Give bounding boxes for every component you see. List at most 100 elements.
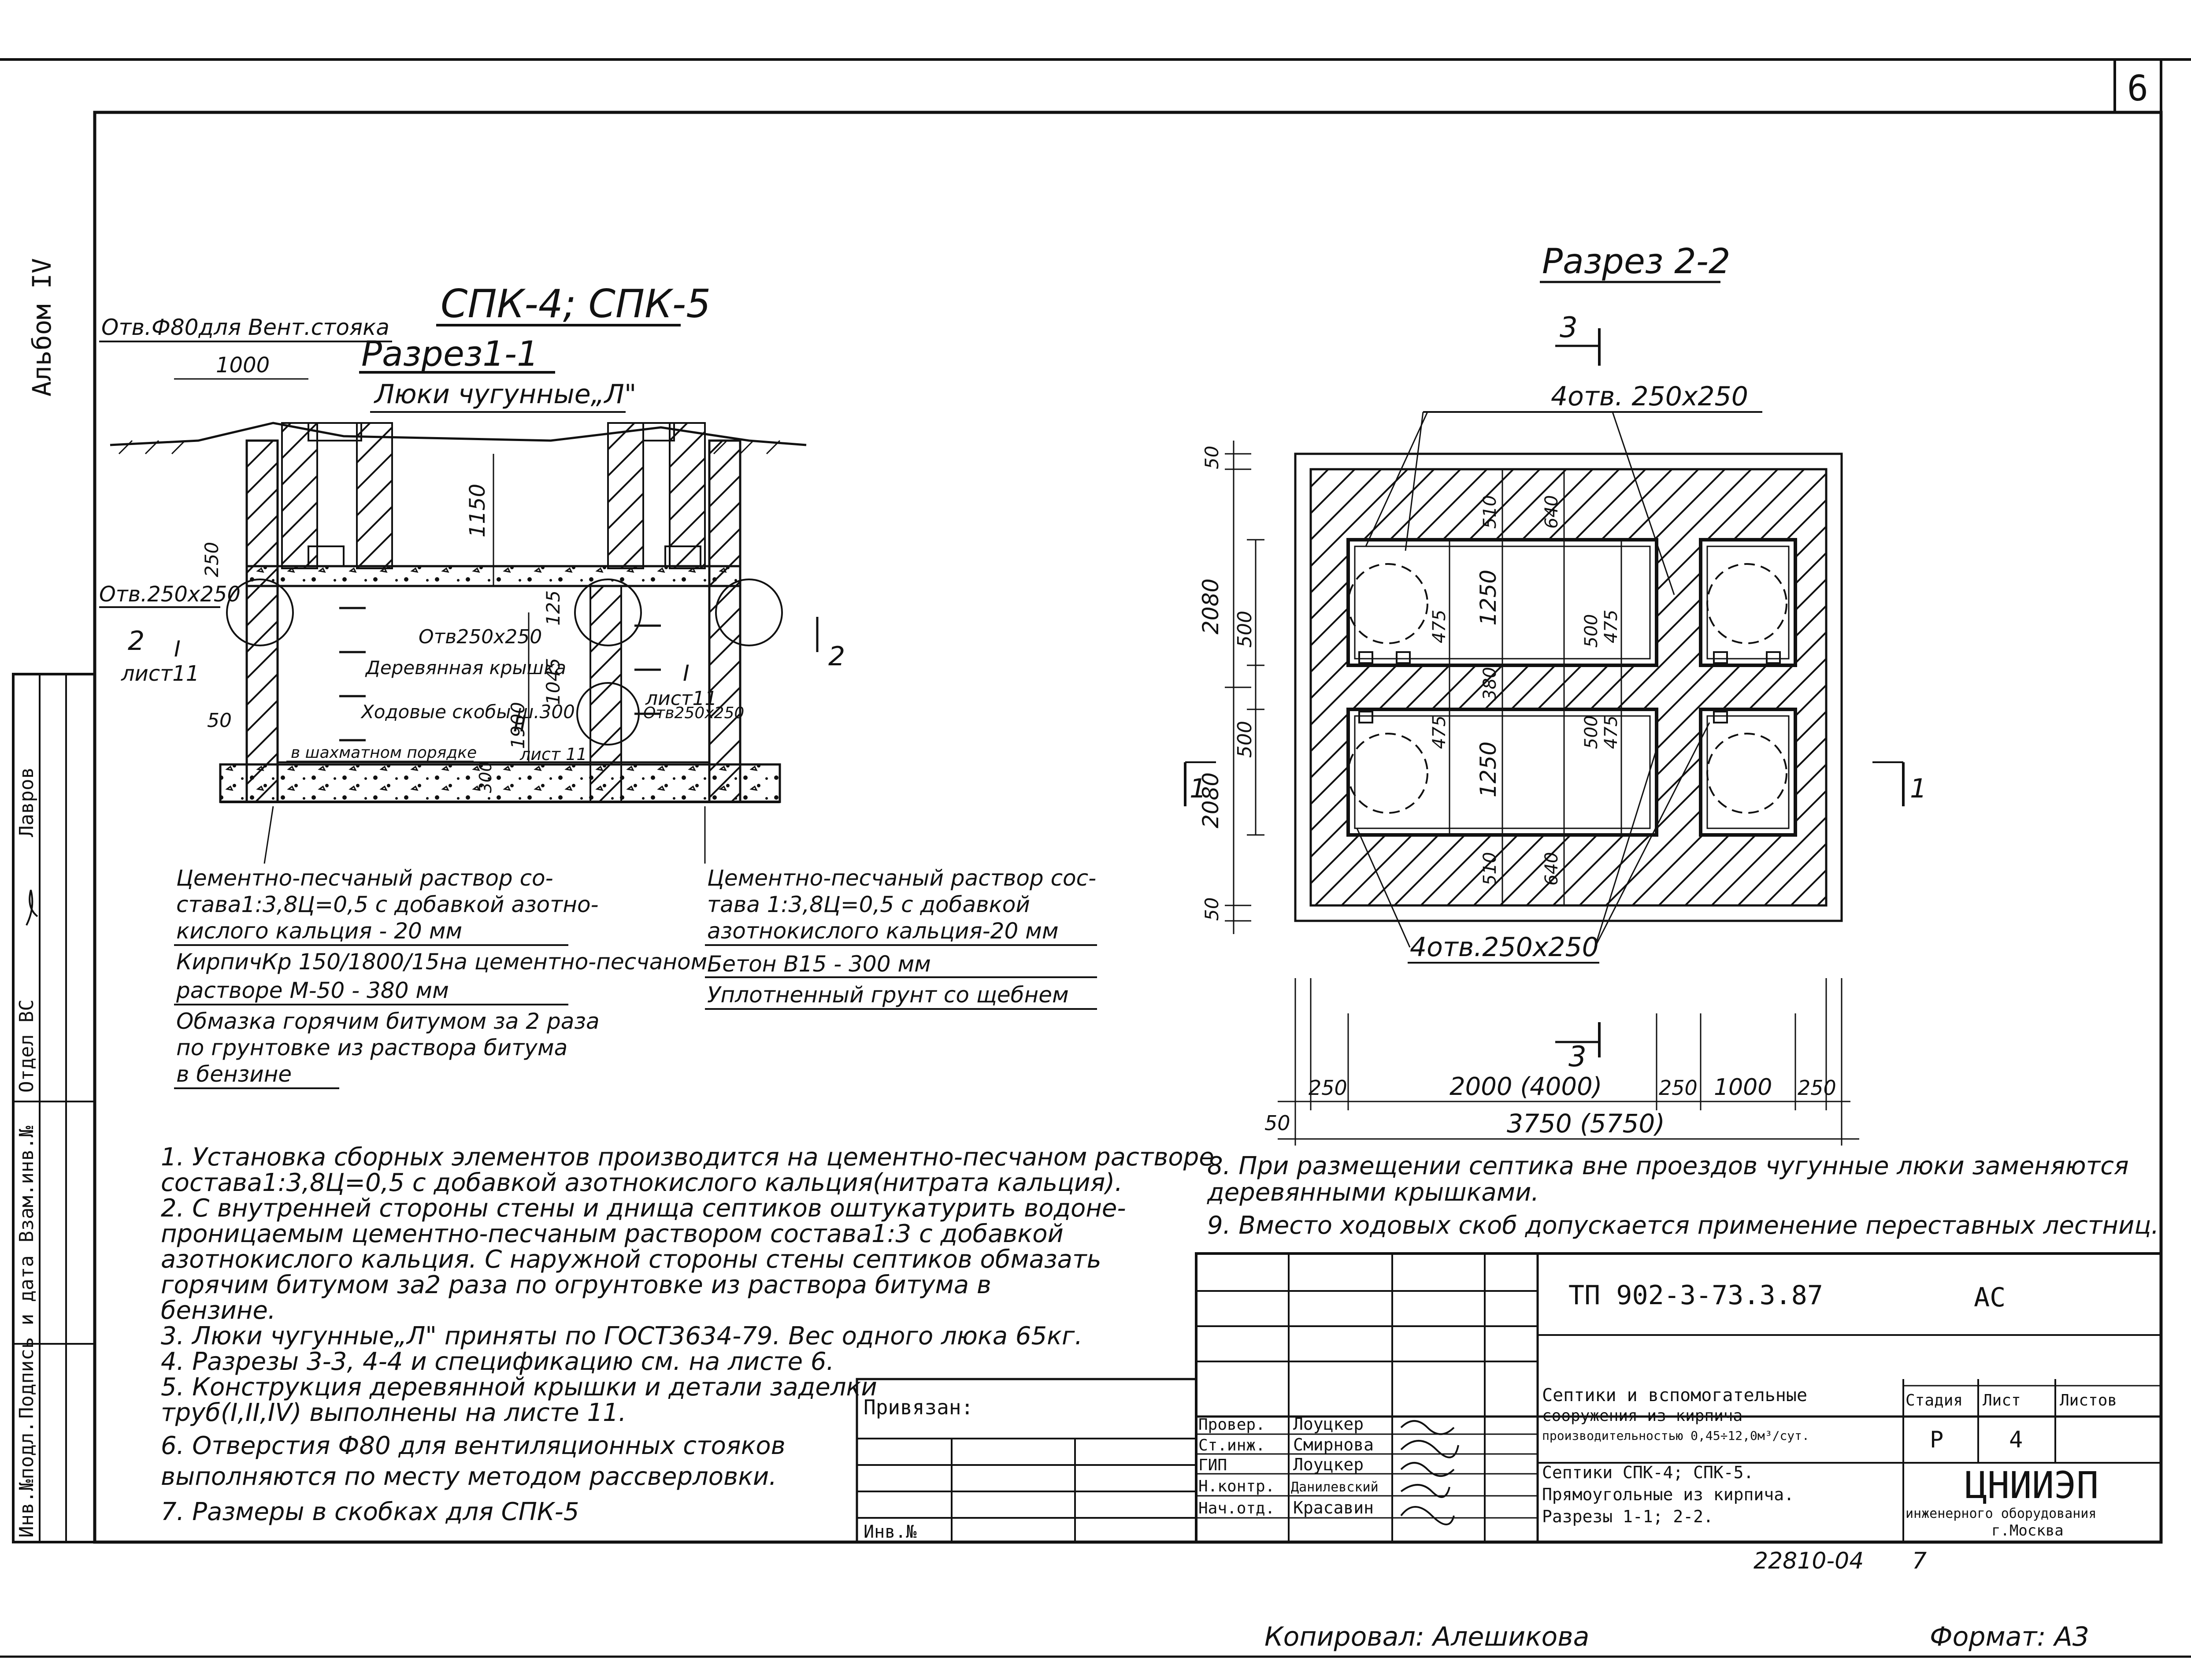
materials-left: Цементно-песчаный раствор со- става1:3,8… [174, 865, 707, 1089]
mat-left-1: става1:3,8Ц=0,5 с добавкой азотно- [176, 892, 599, 917]
dim-50: 50 [207, 709, 232, 732]
role-1: Ст.инж. [1198, 1436, 1265, 1454]
dim-1900: 1900 [507, 702, 529, 749]
sheet-number-box [2113, 58, 2162, 114]
dim-3750: 3750 (5750) [1507, 1109, 1665, 1139]
name-3: Данилевский [1291, 1480, 1379, 1495]
org-city: г.Москва [1991, 1522, 2064, 1539]
mat-right-1: тава 1:3,8Ц=0,5 с добавкой [707, 892, 1030, 917]
dim-1150: 1150 [465, 484, 490, 538]
dim-125: 125 [542, 590, 564, 626]
mat-left-2: кислого кальция - 20 мм [176, 918, 462, 944]
title1-0: Септики и вспомогательные [1542, 1385, 1807, 1406]
role-4: Нач.отд. [1198, 1499, 1275, 1517]
materials-right: Цементно-песчаный раствор сос- тава 1:3,… [705, 865, 1097, 1010]
note-10: труб(I,II,IV) выполнены на листе 11. [161, 1398, 627, 1427]
note-4: азотнокислого кальция. С наружной сторон… [161, 1245, 1101, 1274]
roman-1-right: I [683, 660, 690, 686]
dim-1000-plan: 1000 [1714, 1074, 1772, 1101]
bound-label: Привязан: [864, 1395, 973, 1419]
wooden-cover-label: Деревянная крышка [365, 657, 566, 679]
copied-by: Копировал: Алешикова [1264, 1621, 1589, 1652]
mat-left-7: в бензине [176, 1061, 292, 1087]
album-label: Альбом IV [27, 258, 57, 397]
dim-475-a: 475 [1429, 610, 1450, 643]
stage-header: Стадия [1906, 1391, 1963, 1409]
title1-1: сооружения из кирпича [1542, 1407, 1742, 1425]
note-1: состава1:3,8Ц=0,5 с добавкой азотнокисло… [161, 1168, 1123, 1197]
dim-250: 250 [201, 542, 222, 577]
inv-label: Инв.№ [864, 1522, 916, 1542]
mat-left-5: Обмазка горячим битумом за 2 раза [176, 1009, 600, 1034]
notes-right: 8. При размещении септика вне проездов ч… [1207, 1152, 2159, 1240]
dim-50-top: 50 [1201, 446, 1223, 469]
dim-2080-bottom: 2080 [1198, 772, 1223, 828]
mat-left-0: Цементно-песчаный раствор со- [176, 865, 553, 891]
signature [26, 890, 38, 926]
sheet-ref-c: лист 11 [519, 745, 587, 764]
stamp-sign: Подпись и дата [15, 1255, 38, 1419]
stage-value: Р [1930, 1427, 1943, 1453]
dim-250-b: 250 [1659, 1076, 1698, 1100]
hole-250-c: Отв250х250 [643, 704, 744, 722]
mat-left-3: КирпичКр 150/1800/15на цементно-песчаном [176, 949, 707, 975]
title-block: Привязан: Инв.№ ТП 902-3-73.3.87 АС Пров… [856, 1252, 2162, 1574]
stamp-dept: Отдел ВС [15, 999, 38, 1093]
dim-2080-top: 2080 [1198, 579, 1223, 634]
mat-right-2: азотнокислого кальция-20 мм [707, 918, 1059, 944]
stamp-lavrov: Лавров [15, 767, 38, 837]
dim-250-c: 250 [1798, 1076, 1836, 1100]
title2-0: Септики СПК-4; СПК-5. [1542, 1463, 1754, 1482]
mat-left-6: по грунтовке из раствора битума [176, 1035, 567, 1061]
note-6: бензине. [161, 1296, 276, 1325]
sheets-header: Листов [2060, 1391, 2117, 1409]
name-4: Красавин [1293, 1498, 1374, 1517]
dim-475-b: 475 [1429, 716, 1450, 749]
roman-1-left: I [174, 636, 181, 662]
note-5: горячим битумом за2 раза по огрунтовке и… [161, 1271, 991, 1299]
dim-475-d: 475 [1601, 716, 1621, 749]
notes-left: 1. Установка сборных элементов производи… [161, 1143, 1214, 1526]
dim-500-a: 500 [1234, 611, 1256, 648]
hole-250-b: Отв250х250 [419, 626, 542, 648]
dim-510-top: 510 [1480, 495, 1500, 529]
dim-500-b: 500 [1234, 721, 1256, 758]
sheet-ref-a: лист11 [121, 661, 199, 686]
note-7: 3. Люки чугунные„Л" приняты по ГОСТ3634-… [161, 1322, 1083, 1350]
dim-510-bottom: 510 [1480, 852, 1500, 886]
name-2: Лоуцкер [1293, 1455, 1364, 1474]
org-logo: ЦНИИЭП [1965, 1464, 2098, 1507]
dim-250-a: 250 [1309, 1076, 1347, 1100]
dim-380: 380 [1480, 667, 1500, 701]
dim-1000: 1000 [216, 353, 270, 378]
role-0: Провер. [1198, 1416, 1265, 1434]
hatches-label: Люки чугунные„Л" [374, 379, 636, 410]
title1-2: производительностью 0,45÷12,0м³/сут. [1542, 1428, 1809, 1443]
sheet-number: 6 [2127, 68, 2148, 109]
section-1-1-title: Разрез1-1 [361, 334, 539, 374]
note-2: 2. С внутренней стороны стены и днища се… [161, 1194, 1126, 1223]
note-3: проницаемым цементно-песчаным раствором … [161, 1220, 1064, 1248]
sheet-format: Формат: А3 [1930, 1621, 2089, 1652]
cut-2-left: 2 [128, 626, 145, 656]
title2-2: Разрезы 1-1; 2-2. [1542, 1507, 1713, 1526]
dim-2000: 2000 (4000) [1450, 1072, 1602, 1101]
dim-500-d: 500 [1581, 716, 1602, 749]
hole-250-label: Отв.250х250 [99, 582, 241, 607]
dim-475-c: 475 [1601, 610, 1621, 643]
note-right-0: 8. При размещении септика вне проездов ч… [1207, 1152, 2129, 1180]
doc-section: АС [1974, 1282, 2006, 1313]
sheet-value: 4 [2009, 1427, 2023, 1453]
dim-50-left: 50 [1264, 1111, 1290, 1135]
note-8: 4. Разрезы 3-3, 4-4 и спецификацию см. н… [161, 1347, 834, 1376]
holes-bottom: 4отв.250х250 [1410, 932, 1599, 963]
sheet-ref-b: лист11 [645, 687, 717, 710]
cut-1-left: 1 [1190, 773, 1206, 804]
name-0: Лоуцкер [1293, 1414, 1364, 1434]
ladder-order: в шахматном порядке [291, 744, 477, 762]
signatures [1400, 1420, 1459, 1525]
sheet-header: Лист [1983, 1391, 2021, 1409]
note-right-2: 9. Вместо ходовых скоб допускается приме… [1207, 1211, 2159, 1240]
cut-3-bottom: 3 [1568, 1041, 1587, 1073]
left-stamp: Инв.№подл. Подпись и дата Взам.инв.№ Отд… [12, 673, 96, 1543]
